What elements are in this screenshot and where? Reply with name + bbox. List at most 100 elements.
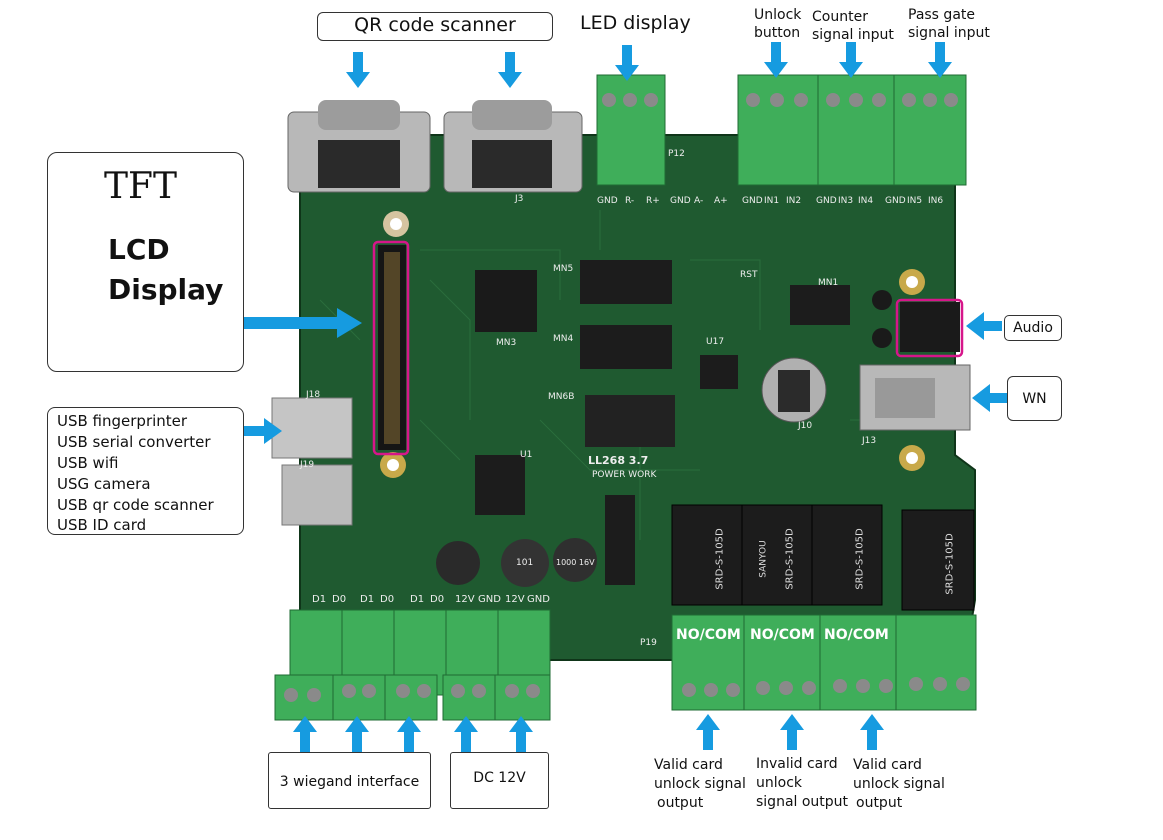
unlock-button-label-line1: Unlock: [754, 7, 802, 23]
led-display-label: LED display: [580, 12, 691, 34]
chip-label-u17: U17: [706, 337, 725, 347]
arrow-right-icon: [244, 308, 362, 338]
pin-in2: IN2: [786, 196, 802, 206]
pin-bottom-12v-a: 12V: [455, 594, 475, 605]
pin-in2-gnd: GND: [816, 196, 837, 206]
arrow-down-icon: [928, 42, 952, 78]
arrow-left-icon: [972, 384, 1008, 412]
arrow-up-icon: [345, 716, 369, 752]
display-label: Display: [108, 273, 224, 306]
arrow-up-icon: [780, 714, 804, 750]
arrow-up-icon: [860, 714, 884, 750]
chip-label-mn1: MN1: [818, 278, 839, 288]
pin-led-rminus: R-: [625, 196, 635, 206]
invalid-card-line1: Invalid card: [756, 756, 838, 772]
arrow-left-icon: [966, 312, 1002, 340]
pass-gate-label-line2: signal input: [908, 25, 990, 41]
chip-label-rst: RST: [740, 270, 758, 280]
arrow-down-icon: [615, 45, 639, 81]
no-com-label-1: NO/COM: [676, 627, 741, 643]
chip-label-j13: J13: [862, 436, 877, 446]
counter-signal-label-line1: Counter: [812, 9, 868, 25]
valid-card-1-line3: output: [657, 795, 704, 811]
pin-bottom-d0-b: D0: [380, 594, 395, 605]
valid-card-1-line2: unlock signal: [654, 776, 746, 792]
arrow-up-icon: [293, 716, 317, 752]
wiegand-label-box: 3 wiegand interface: [268, 752, 431, 809]
invalid-card-line2: unlock: [756, 775, 803, 791]
pin-led-rplus: R+: [646, 196, 660, 206]
audio-label: Audio: [1013, 320, 1053, 336]
pin-bottom-d1-c: D1: [410, 594, 425, 605]
tft-label: TFT: [104, 166, 178, 207]
usb-item-id-card: USB ID card: [57, 516, 147, 534]
valid-card-2-line1: Valid card: [853, 757, 922, 773]
board-model-label: LL268 3.7: [588, 454, 649, 467]
pin-bottom-d1-b: D1: [360, 594, 375, 605]
valid-card-2-line2: unlock signal: [853, 776, 945, 792]
lcd-label: LCD: [108, 233, 170, 266]
pin-rs-aminus: A-: [694, 196, 704, 206]
arrow-up-icon: [397, 716, 421, 752]
chip-label-j3: J3: [515, 194, 524, 204]
pin-in1-gnd: GND: [742, 196, 763, 206]
board-power-label: POWER WORK: [592, 470, 657, 480]
arrow-up-icon: [509, 716, 533, 752]
chip-label-u1: U1: [520, 450, 533, 460]
wiegand-label: 3 wiegand interface: [279, 774, 420, 790]
counter-signal-label-line2: signal input: [812, 27, 894, 43]
chip-label-p12: P12: [668, 149, 685, 159]
pin-in6: IN6: [928, 196, 944, 206]
chip-label-p19: P19: [640, 638, 657, 648]
chip-label-j10: J10: [798, 421, 813, 431]
arrow-down-icon: [839, 42, 863, 78]
pin-bottom-d0-a: D0: [332, 594, 347, 605]
pin-in4: IN4: [858, 196, 874, 206]
pin-bottom-gnd-b: GND: [527, 594, 550, 605]
invalid-card-line3: signal output: [756, 794, 849, 810]
pin-in5: IN5: [907, 196, 923, 206]
pin-bottom-d1-a: D1: [312, 594, 327, 605]
dc12v-label: DC 12V: [473, 770, 526, 786]
no-com-label-2: NO/COM: [750, 627, 815, 643]
usb-item-serial-converter: USB serial converter: [57, 433, 211, 451]
chip-label-mn3: MN3: [496, 338, 517, 348]
usb-item-qr-scanner: USB qr code scanner: [57, 496, 214, 514]
arrow-up-icon: [696, 714, 720, 750]
cap-label-101: 101: [516, 558, 534, 568]
chip-label-mn6b: MN6B: [548, 392, 575, 402]
pin-in1: IN1: [764, 196, 780, 206]
no-com-label-3: NO/COM: [824, 627, 889, 643]
chip-label-j19: J19: [300, 460, 315, 470]
qr-scanner-label-box: QR code scanner: [317, 12, 553, 41]
unlock-button-label-line2: button: [754, 25, 801, 41]
arrow-up-icon: [454, 716, 478, 752]
usb-devices-label-box: USB fingerprinter USB serial converter U…: [47, 407, 244, 535]
pin-rs-gnd: GND: [670, 196, 691, 206]
chip-label-j18: J18: [306, 390, 321, 400]
valid-card-2-line3: output: [856, 795, 903, 811]
qr-scanner-label: QR code scanner: [354, 14, 516, 36]
pass-gate-label-line1: Pass gate: [908, 7, 975, 23]
arrow-right-icon: [244, 418, 282, 444]
cap-label-1000: 1000 16V: [556, 558, 595, 567]
wn-label-box: WN: [1007, 376, 1062, 421]
arrow-down-icon: [764, 42, 788, 78]
pin-in3-gnd: GND: [885, 196, 906, 206]
audio-label-box: Audio: [1004, 315, 1062, 341]
pin-bottom-gnd-a: GND: [478, 594, 501, 605]
tft-lcd-label-box: TFT LCD Display: [47, 152, 244, 372]
pin-led-gnd: GND: [597, 196, 618, 206]
db9-connector-left: [287, 100, 431, 193]
usb-item-fingerprinter: USB fingerprinter: [57, 412, 188, 430]
pin-rs-aplus: A+: [714, 196, 728, 206]
db9-connector-right: [443, 100, 583, 193]
wn-label: WN: [1022, 391, 1047, 407]
dc12v-label-box: DC 12V: [450, 752, 549, 809]
arrow-down-icon: [346, 52, 370, 88]
arrow-down-icon: [498, 52, 522, 88]
pin-bottom-12v-b: 12V: [505, 594, 525, 605]
usb-item-camera: USG camera: [57, 475, 151, 493]
